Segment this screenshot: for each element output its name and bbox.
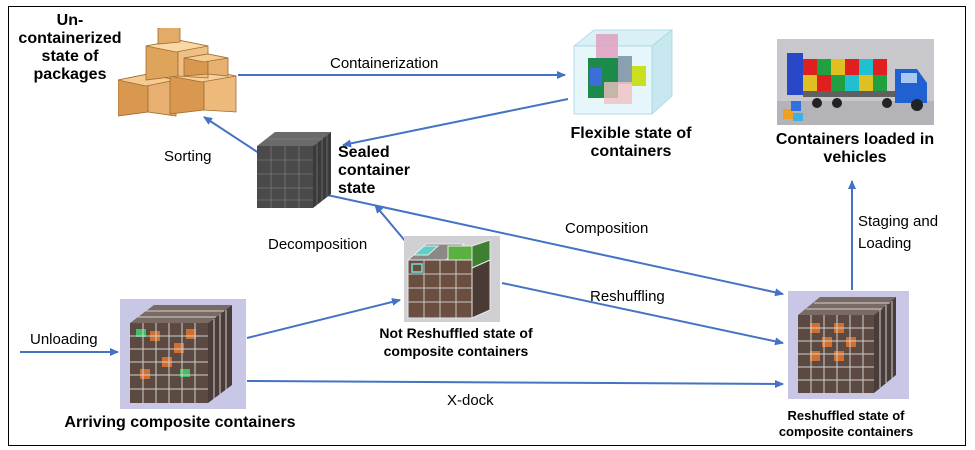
containerization-label: Containerization (330, 55, 439, 72)
reshuffled-caption: Reshuffled state of composite containers (748, 408, 944, 440)
staging-loading-label: Staging and Loading (858, 213, 938, 253)
uncontainerized-caption-line-1: Un-containerized (18, 12, 122, 47)
reshuffling-arrow (501, 282, 784, 346)
boxes-image (118, 28, 240, 118)
composition-label: Composition (565, 220, 649, 237)
uncontainerized-caption: Un-containerized state of packages (8, 12, 132, 84)
loaded-caption: Containers loaded in vehicles (750, 131, 960, 167)
composition-arrow (317, 192, 784, 297)
decomposition-label: Decomposition (268, 236, 368, 253)
sorting-label: Sorting (164, 148, 212, 165)
flexible-caption: Flexible state of containers (546, 125, 716, 161)
reshuffled-composite-image (788, 291, 909, 399)
arriving-caption-line-1: Arriving composite containers (64, 414, 296, 431)
not-reshuffled-composite-image (404, 236, 500, 322)
flexible-container-image (568, 26, 678, 118)
reshuffling-label: Reshuffling (590, 288, 665, 305)
truck-image (777, 39, 934, 125)
flexible-caption-line-1: Flexible state of (570, 125, 692, 142)
not-reshuffled-caption-line-2: composite containers (383, 343, 529, 359)
sorting-arrow (203, 116, 263, 156)
reshuffled-caption-line-2: composite containers (778, 424, 914, 439)
flexible-caption-line-2: containers (590, 143, 672, 160)
arriving-composite-image (120, 299, 246, 409)
flexible-to-sealed-arrow (342, 98, 569, 148)
staging-loading-label-line-2: Loading (858, 235, 912, 252)
sealed-caption-line-2: container (338, 162, 411, 179)
loaded-caption-line-2: vehicles (823, 149, 887, 166)
sealed-container-image (255, 130, 333, 210)
x-dock-label: X-dock (447, 392, 494, 409)
staging-loading-label-line-1: Staging and (858, 213, 939, 230)
arriving-to-not-reshuffled-arrow (246, 298, 401, 339)
sealed-caption: Sealed container state (338, 144, 410, 198)
arriving-caption: Arriving composite containers (20, 414, 340, 432)
not-reshuffled-caption-line-1: Not Reshuffled state of (379, 325, 533, 341)
uncontainerized-caption-line-3: packages (33, 66, 107, 83)
sealed-caption-line-1: Sealed (338, 144, 390, 161)
unloading-label: Unloading (30, 331, 98, 348)
diagram-frame (8, 6, 966, 446)
decomposition-arrow (374, 204, 407, 243)
x-dock-arrow (246, 379, 784, 388)
sealed-caption-line-3: state (338, 180, 376, 197)
loaded-caption-line-1: Containers loaded in (775, 131, 935, 148)
not-reshuffled-caption: Not Reshuffled state of composite contai… (366, 324, 546, 360)
uncontainerized-caption-line-2: state of (41, 48, 99, 65)
reshuffled-caption-line-1: Reshuffled state of (787, 408, 905, 423)
